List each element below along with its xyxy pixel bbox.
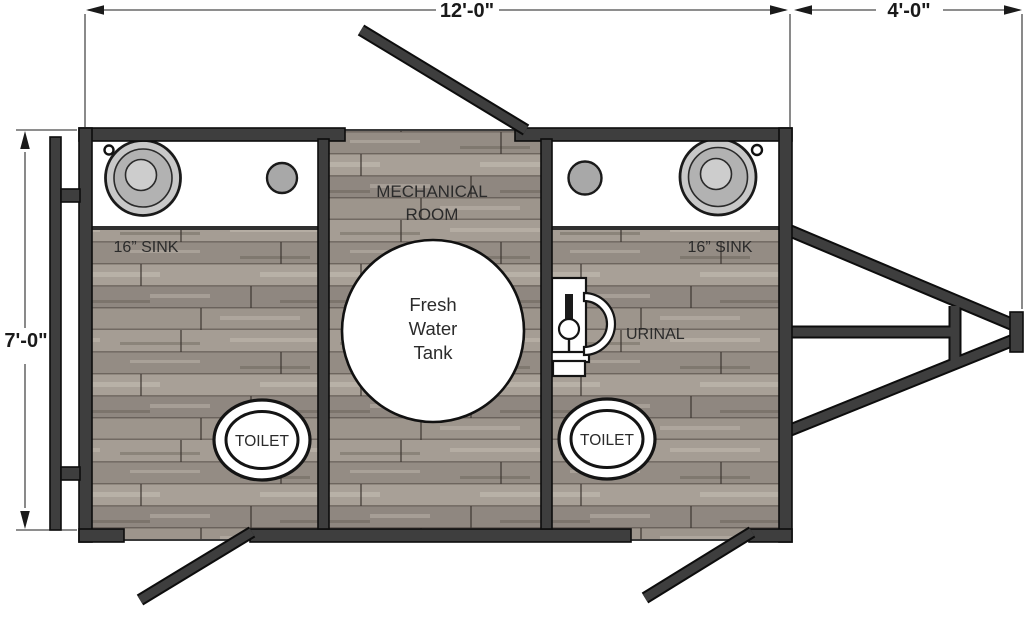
arrow-up-icon <box>20 131 30 149</box>
faucet-dot-icon <box>103 144 115 156</box>
left-counter-circle <box>265 161 299 195</box>
left-restroom-door <box>137 528 255 604</box>
tongue-top-beam <box>786 225 1018 331</box>
counter-drain-circles <box>265 160 603 196</box>
bottom-wall-right-stub <box>748 528 793 543</box>
arrow-down-icon <box>20 511 30 529</box>
urinal-label: URINAL <box>626 326 685 343</box>
arrow-right-icon <box>770 5 788 15</box>
room-labels: MECHANICAL ROOM 16” SINK 16” SINK URINAL <box>114 182 753 343</box>
left-exterior-step-rail <box>49 136 62 531</box>
top-wall-left-segment <box>78 127 346 142</box>
tank-label-line1: Fresh <box>409 294 456 315</box>
toilet-inner-ring <box>569 409 645 469</box>
arrow-left-icon <box>794 5 812 15</box>
toilet-label: TOILET <box>580 432 635 449</box>
left-wall <box>78 127 93 543</box>
tank-circle <box>340 238 526 424</box>
left-sink <box>103 139 182 217</box>
right-counter-circle <box>567 160 603 196</box>
toilet-label: TOILET <box>235 433 290 450</box>
toilet-inner-ring <box>224 410 300 470</box>
dim-label-tongue-length: 4'-0" <box>887 0 930 22</box>
right-sink-label: 16” SINK <box>688 239 753 256</box>
sink-drain <box>124 158 158 192</box>
urinal-fixture <box>547 276 617 378</box>
urinal-bowl-arc <box>582 291 617 357</box>
walls <box>49 127 793 543</box>
mechanical-room-label-line2: ROOM <box>406 205 459 224</box>
trailer-tongue-frame <box>785 224 1024 438</box>
arrow-left-icon <box>86 5 104 15</box>
tank-label-line3: Tank <box>413 342 453 363</box>
dim-label-body-height: 7'-0" <box>4 330 47 352</box>
partition-right-restroom <box>540 138 553 530</box>
arrow-right-icon <box>1004 5 1022 15</box>
left-rail-bracket-top <box>60 188 81 203</box>
sink-drain <box>699 157 733 191</box>
faucet-dot-icon <box>750 143 764 157</box>
hitch-coupler <box>1009 311 1024 353</box>
tongue-bottom-beam <box>786 334 1018 436</box>
left-counter-edge <box>92 226 318 230</box>
left-rail-bracket-bottom <box>60 466 81 481</box>
urinal-flush-valve <box>565 294 573 320</box>
urinal-valve-knob <box>557 317 581 341</box>
right-restroom-door <box>642 528 755 602</box>
right-toilet: TOILET <box>557 397 657 481</box>
tank-label-line2: Water <box>409 318 458 339</box>
dim-label-main-width: 12'-0" <box>440 0 494 22</box>
partition-left-restroom <box>317 138 330 530</box>
fresh-water-tank: Fresh Water Tank <box>340 238 526 424</box>
top-wall-right-segment <box>514 127 793 142</box>
dimension-annotations: 12'-0" 4'-0" 7'-0" <box>4 0 1023 531</box>
bottom-wall-center-segment <box>249 528 632 543</box>
mechanical-room-door <box>358 26 529 134</box>
right-counter-edge <box>552 226 779 230</box>
bottom-wall-left-stub <box>78 528 125 543</box>
doors <box>136 24 756 606</box>
mechanical-room-label-line1: MECHANICAL <box>376 182 487 201</box>
left-toilet: TOILET <box>212 398 312 482</box>
left-sink-label: 16” SINK <box>114 239 179 256</box>
right-wall <box>778 127 793 543</box>
urinal-base-lower <box>551 359 587 378</box>
